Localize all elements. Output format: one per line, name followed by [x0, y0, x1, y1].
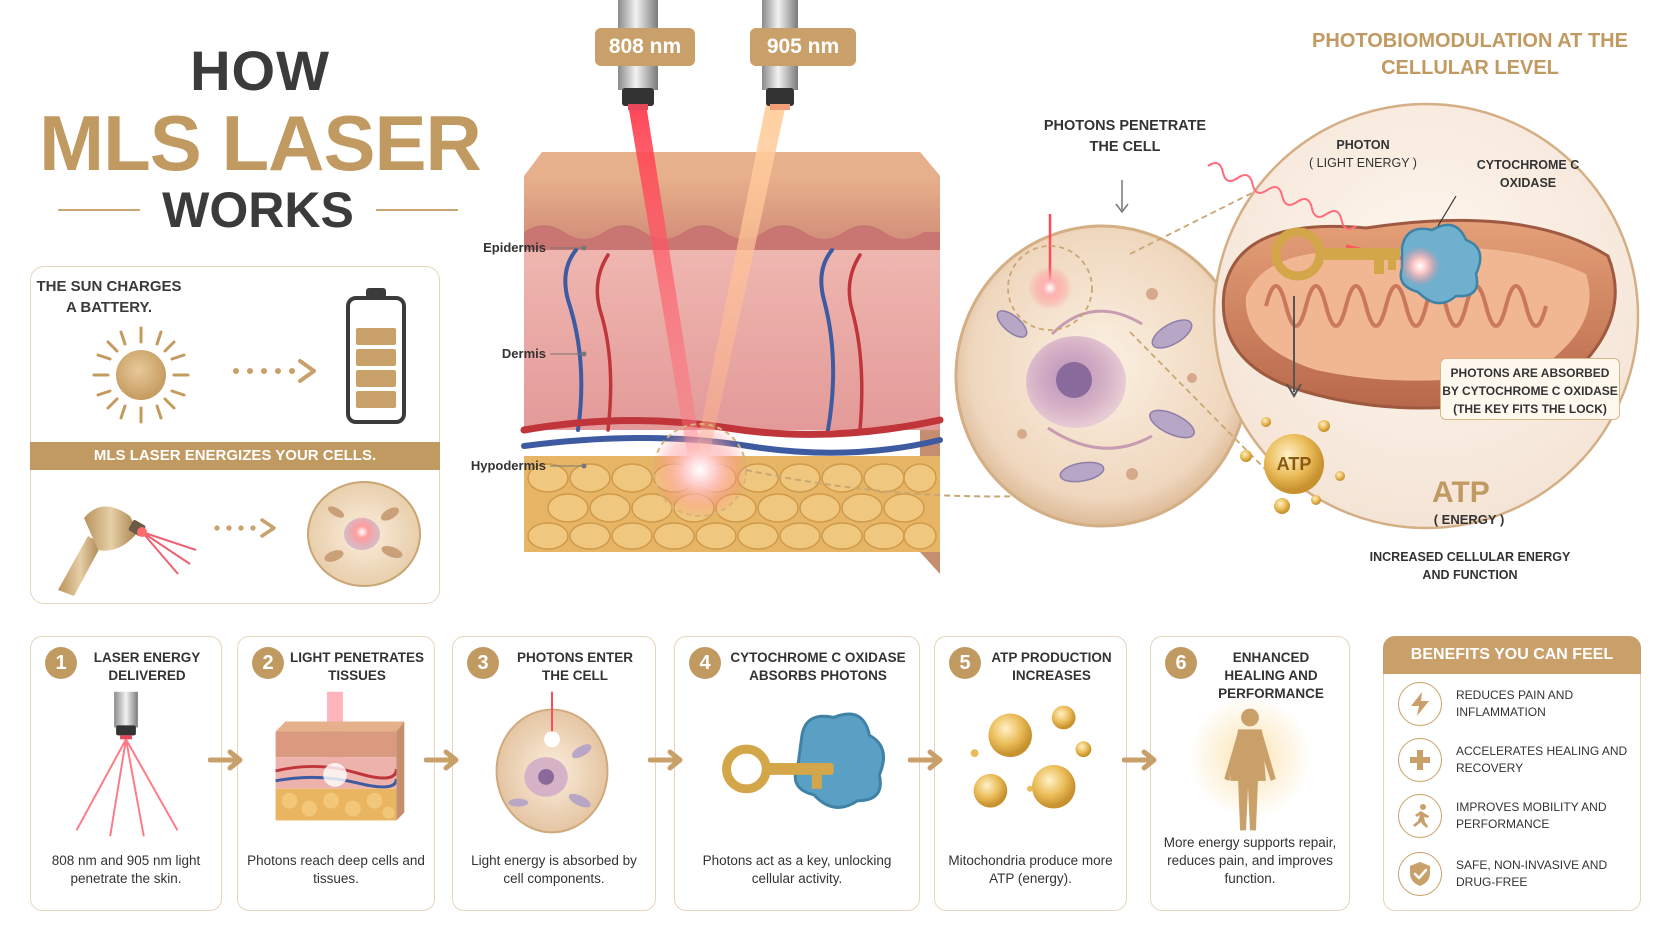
epidermis-label: Epidermis — [483, 240, 546, 255]
step-arrow-icon — [908, 749, 943, 771]
step-card-5: 5 ATP PRODUCTION INCREASES Mitochondria … — [934, 636, 1127, 911]
title-works-row: WORKS — [58, 180, 458, 240]
step-card-3: 3 PHOTONS ENTER THE CELL Light energy is… — [452, 636, 656, 911]
step-number: 3 — [467, 647, 499, 679]
title-rule-right — [375, 209, 458, 211]
down-arrow-icon — [1115, 180, 1129, 214]
step-card-2: 2 LIGHT PENETRATES TISSUES Photons reach… — [237, 636, 435, 911]
step-description: 808 nm and 905 nm light penetrate the sk… — [51, 853, 201, 886]
atp-energy-label: ( ENERGY ) — [1433, 512, 1505, 527]
step-arrow-icon — [1122, 749, 1157, 771]
glowing-body-icon — [1188, 695, 1312, 831]
step-description: More energy supports repair, reduces pai… — [1163, 835, 1337, 886]
photon-label: PHOTON — [1336, 138, 1390, 152]
dermis-label: Dermis — [501, 346, 546, 361]
benefit-text: IMPROVES MOBILITY AND PERFORMANCE — [1456, 800, 1607, 831]
sun-icon — [92, 326, 190, 424]
benefit-item: IMPROVES MOBILITY AND PERFORMANCE — [1398, 790, 1634, 842]
title-how: HOW — [190, 39, 330, 102]
step-description: Photons reach deep cells and tissues. — [247, 853, 425, 886]
step-card-6: 6 ENHANCED HEALING AND PERFORMANCE More … — [1150, 636, 1350, 911]
step-title: LASER ENERGY DELIVERED — [93, 650, 201, 683]
wavelength-905-tag: 905 nm — [750, 28, 856, 66]
step-number: 4 — [689, 647, 721, 679]
energized-cell-icon — [307, 481, 421, 587]
dotted-arrow-small-icon — [214, 518, 276, 538]
step-number: 2 — [252, 647, 284, 679]
benefit-text: SAFE, NON-INVASIVE AND DRUG-FREE — [1456, 858, 1608, 889]
cytochrome-label: CYTOCHROME C OXIDASE — [1476, 158, 1580, 190]
plus-icon — [1398, 738, 1442, 782]
large-cell-illustration — [954, 214, 1250, 528]
hypodermis-label: Hypodermis — [470, 458, 546, 473]
benefit-item: REDUCES PAIN AND INFLAMMATION — [1398, 678, 1634, 730]
benefit-item: ACCELERATES HEALING AND RECOVERY — [1398, 734, 1634, 786]
cell-icon — [495, 691, 609, 834]
key-lock-icon — [722, 712, 885, 809]
photons-penetrate-label: PHOTONS PENETRATE THE CELL — [1043, 118, 1207, 155]
benefit-item: SAFE, NON-INVASIVE AND DRUG-FREE — [1398, 848, 1634, 900]
step-number: 5 — [949, 647, 981, 679]
shield-check-icon — [1398, 852, 1442, 896]
step-number: 6 — [1165, 647, 1197, 679]
step-title: ATP PRODUCTION INCREASES — [991, 650, 1112, 683]
atp-molecules-icon — [970, 705, 1092, 809]
step-title: PHOTONS ENTER THE CELL — [516, 650, 633, 683]
title-works: WORKS — [162, 182, 354, 238]
step-card-4: 4 CYTOCHROME C OXIDASE ABSORBS PHOTONS P… — [674, 636, 920, 911]
step-title: CYTOCHROME C OXIDASE ABSORBS PHOTONS — [730, 650, 906, 683]
photon-sub-label: ( LIGHT ENERGY ) — [1309, 156, 1417, 170]
step-arrow-icon — [648, 749, 683, 771]
laser-handpiece-icon — [58, 506, 197, 596]
step-card-1: 1 LASER ENERGY DELIVERED 808 nm and 905 … — [30, 636, 222, 911]
title-mls-laser: MLS LASER — [39, 99, 482, 187]
cellular-level-title: PHOTOBIOMODULATION AT THE CELLULAR LEVEL — [1312, 30, 1628, 79]
step-title: LIGHT PENETRATES TISSUES — [289, 650, 424, 683]
runner-icon — [1398, 794, 1442, 838]
benefit-text: ACCELERATES HEALING AND RECOVERY — [1456, 744, 1628, 775]
step-arrow-icon — [208, 749, 243, 771]
benefit-text: REDUCES PAIN AND INFLAMMATION — [1456, 688, 1574, 719]
battery-icon — [346, 288, 406, 424]
dotted-arrow-icon — [233, 359, 316, 383]
energizes-band: MLS LASER ENERGIZES YOUR CELLS. — [30, 442, 440, 470]
lightning-icon — [1398, 682, 1442, 726]
atp-caption: INCREASED CELLULAR ENERGY AND FUNCTION — [1369, 550, 1571, 582]
absorption-note: PHOTONS ARE ABSORBED BY CYTOCHROME C OXI… — [1440, 358, 1620, 420]
benefits-title: BENEFITS YOU CAN FEEL — [1383, 636, 1641, 674]
step-description: Photons act as a key, unlocking cellular… — [702, 853, 892, 886]
step-arrow-icon — [424, 749, 459, 771]
atp-label: ATP — [1432, 476, 1490, 509]
step-number: 1 — [45, 647, 77, 679]
laser-probe-icon — [75, 691, 179, 837]
tissue-block-icon — [275, 691, 405, 821]
sun-charges-text: THE SUN CHARGES A BATTERY. — [36, 278, 182, 316]
atp-molecule-text: ATP — [1277, 454, 1312, 474]
wavelength-808-tag: 808 nm — [595, 28, 695, 66]
layer-leader-lines — [550, 245, 587, 469]
step-description: Mitochondria produce more ATP (energy). — [948, 853, 1113, 886]
title-rule-left — [58, 209, 141, 211]
zoom-connector-lines — [1129, 169, 1299, 471]
step-description: Light energy is absorbed by cell compone… — [471, 853, 637, 886]
